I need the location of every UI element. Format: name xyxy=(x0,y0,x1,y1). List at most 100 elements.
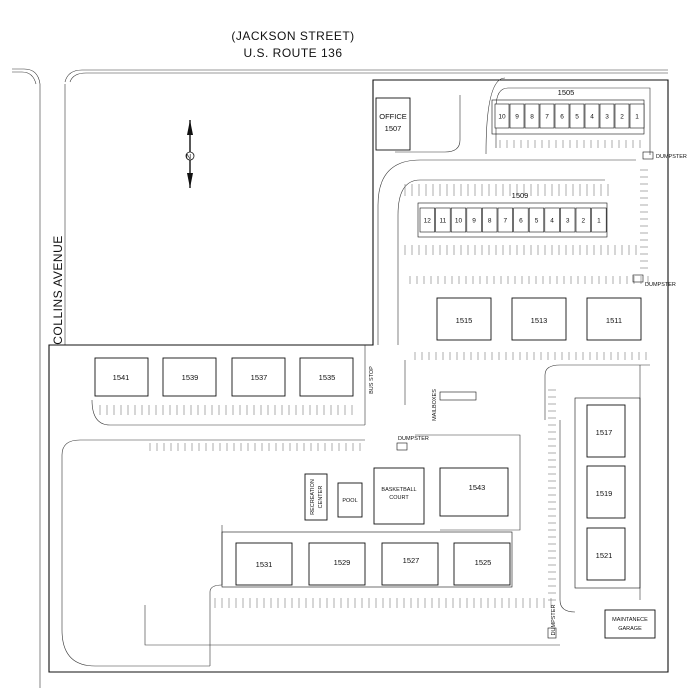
building-1509-unit-cell xyxy=(544,207,560,233)
building-1527: 1527 xyxy=(381,542,439,586)
building-1505-unit-cell xyxy=(494,103,510,129)
building-1509-unit-cell xyxy=(575,207,591,233)
building-1505-label: 1505 xyxy=(558,88,575,97)
building-1505-unit-cell xyxy=(509,103,525,129)
street-label-jackson: (JACKSON STREET) xyxy=(231,29,354,43)
dumpster-south: DUMPSTER xyxy=(547,605,557,639)
office-number: 1507 xyxy=(385,124,402,133)
building-1505-unit-cell xyxy=(569,103,585,129)
building-1515: 1515 xyxy=(436,297,492,341)
bus-stop-label: BUS STOP xyxy=(369,366,375,394)
recreation-center: RECREATION CENTER xyxy=(304,473,328,521)
pool: POOL xyxy=(337,482,363,518)
street-label-collins-avenue: COLLINS AVENUE xyxy=(51,235,65,344)
parking-stalls xyxy=(99,140,649,608)
building-1505-unit-cell xyxy=(554,103,570,129)
building-1511: 1511 xyxy=(586,297,642,341)
building-1509-unit-cell xyxy=(497,207,513,233)
building-1509-unit-label: 2 xyxy=(581,218,585,225)
building-1515-label: 1515 xyxy=(456,316,473,325)
svg-text:BASKETBALL: BASKETBALL xyxy=(381,487,416,493)
building-1531-label: 1531 xyxy=(256,560,273,569)
dumpster-north: DUMPSTER xyxy=(642,151,687,160)
building-1509-unit-label: 10 xyxy=(455,218,463,225)
building-1505-unit-label: 7 xyxy=(545,114,549,121)
building-1513: 1513 xyxy=(511,297,567,341)
building-1519-label: 1519 xyxy=(596,489,613,498)
building-1537: 1537 xyxy=(231,357,286,397)
dumpster-east: DUMPSTER xyxy=(632,274,676,288)
building-1505-unit-label: 5 xyxy=(575,114,579,121)
building-1521-label: 1521 xyxy=(596,551,613,560)
building-1531: 1531 xyxy=(235,542,293,586)
building-1509-unit-label: 6 xyxy=(519,218,523,225)
mailboxes: MAILBOXES xyxy=(432,389,477,421)
building-1509-unit-cell xyxy=(591,207,607,233)
building-1519: 1519 xyxy=(586,465,626,519)
building-1529-label: 1529 xyxy=(334,558,351,567)
building-1541: 1541 xyxy=(94,357,149,397)
building-1509-unit-label: 7 xyxy=(503,218,507,225)
maintenance-garage: MAINTANECE GARAGE xyxy=(604,609,656,639)
building-1543: 1543 xyxy=(439,467,509,517)
building-1509-unit-label: 11 xyxy=(440,218,447,225)
south-building-group xyxy=(221,531,513,588)
building-1527-label: 1527 xyxy=(403,556,420,565)
svg-text:POOL: POOL xyxy=(342,498,357,504)
svg-text:DUMPSTER: DUMPSTER xyxy=(398,436,429,442)
building-1509-unit-label: 3 xyxy=(566,218,570,225)
basketball-court: BASKETBALL COURT xyxy=(373,467,425,525)
building-1525: 1525 xyxy=(453,542,511,586)
building-1509-unit-label: 1 xyxy=(597,218,601,225)
building-1505-unit-label: 6 xyxy=(560,114,564,121)
building-1505-unit-cell xyxy=(614,103,630,129)
building-1505-unit-cell xyxy=(584,103,600,129)
office-label: OFFICE xyxy=(379,112,407,121)
svg-text:DUMPSTER: DUMPSTER xyxy=(551,605,557,636)
building-1509-unit-label: 12 xyxy=(424,218,432,225)
building-1517: 1517 xyxy=(574,397,641,589)
building-1505-unit-label: 10 xyxy=(498,114,506,121)
building-1529: 1529 xyxy=(308,542,366,586)
north-arrow-icon: N xyxy=(185,120,195,188)
building-1535: 1535 xyxy=(299,357,354,397)
building-1537-label: 1537 xyxy=(251,373,268,382)
jackson-street-road xyxy=(12,68,668,85)
building-1509-unit-cell xyxy=(528,207,545,233)
building-1505-unit-cell xyxy=(524,103,540,129)
building-1509-unit-label: 9 xyxy=(472,218,476,225)
building-1509-unit-cell xyxy=(560,207,576,233)
property-boundary xyxy=(48,79,669,673)
building-1509-unit-label: 4 xyxy=(550,218,554,225)
building-1513-label: 1513 xyxy=(531,316,548,325)
building-1517-label: 1517 xyxy=(596,428,613,437)
building-1539-label: 1539 xyxy=(182,373,199,382)
building-1539: 1539 xyxy=(162,357,217,397)
svg-text:DUMPSTER: DUMPSTER xyxy=(656,154,687,160)
building-1509-label: 1509 xyxy=(512,191,529,200)
svg-text:CENTER: CENTER xyxy=(318,486,324,509)
building-1505-unit-label: 4 xyxy=(590,114,594,121)
svg-text:COURT: COURT xyxy=(389,495,409,501)
building-1505-unit-cell xyxy=(599,103,615,129)
building-1505-unit-label: 3 xyxy=(605,114,609,121)
building-1505-unit-label: 1 xyxy=(635,114,639,121)
building-1505-unit-cell xyxy=(539,103,555,129)
street-label-route-136: U.S. ROUTE 136 xyxy=(243,46,342,60)
building-1509-unit-cell xyxy=(466,207,482,233)
building-1509-unit-cell xyxy=(513,207,529,233)
building-1509-unit-cell xyxy=(450,207,467,233)
collins-avenue-road xyxy=(39,84,66,688)
building-1505-unit-label: 2 xyxy=(620,114,624,121)
svg-text:MAINTANECE: MAINTANECE xyxy=(612,617,648,623)
building-1541-label: 1541 xyxy=(113,373,130,382)
building-1521: 1521 xyxy=(586,527,626,581)
dumpster-center: DUMPSTER xyxy=(396,436,429,451)
building-1505-unit-label: 9 xyxy=(515,114,519,121)
svg-text:RECREATION: RECREATION xyxy=(310,479,316,515)
building-1509-unit-label: 8 xyxy=(488,218,492,225)
svg-text:N: N xyxy=(186,154,191,161)
